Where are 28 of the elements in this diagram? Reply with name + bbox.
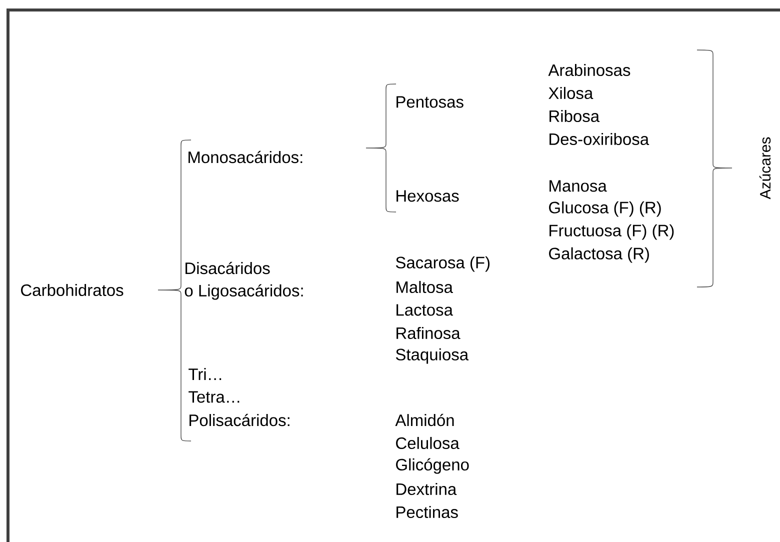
term-label: Pectinas (396, 506, 458, 518)
term-label: Pentosas (396, 96, 464, 108)
term-label: Tetra… (188, 391, 240, 403)
term-label: Celulosa (396, 436, 460, 450)
term-label: Fructuosa (F) (R) (550, 224, 674, 240)
term-label: Staquiosa (396, 348, 469, 364)
term-label: Hexosas (396, 190, 459, 202)
term-label: o Ligosacáridos: (184, 284, 303, 300)
term-label: Dextrina (396, 482, 457, 496)
term-label: Ribosa (550, 110, 600, 122)
term-label: Glucosa (F) (R) (549, 201, 661, 217)
term-label: Tri… (188, 368, 222, 380)
term-label: Glicógeno (396, 458, 469, 474)
term-label: Almidón (395, 414, 454, 426)
term-label: Polisacáridos: (190, 414, 290, 426)
term-label: Xilosa (548, 86, 594, 100)
term-label: Maltosa (396, 280, 453, 294)
term-label: Manosa (550, 180, 607, 192)
term-label: Carbohidratos (21, 284, 124, 296)
term-label: Lactosa (396, 304, 453, 316)
term-label: Des-oxiribosa (550, 132, 650, 146)
term-label: Monosacáridos: (188, 150, 302, 164)
term-label: Sacarosa (F) (396, 256, 490, 272)
term-label: Arabinosas (548, 64, 630, 76)
term-label: Galactosa (R) (549, 247, 649, 263)
term-label: Rafinosa (396, 326, 460, 340)
term-label: Disacáridos (186, 262, 270, 274)
side-label: Azúcares (759, 137, 771, 200)
